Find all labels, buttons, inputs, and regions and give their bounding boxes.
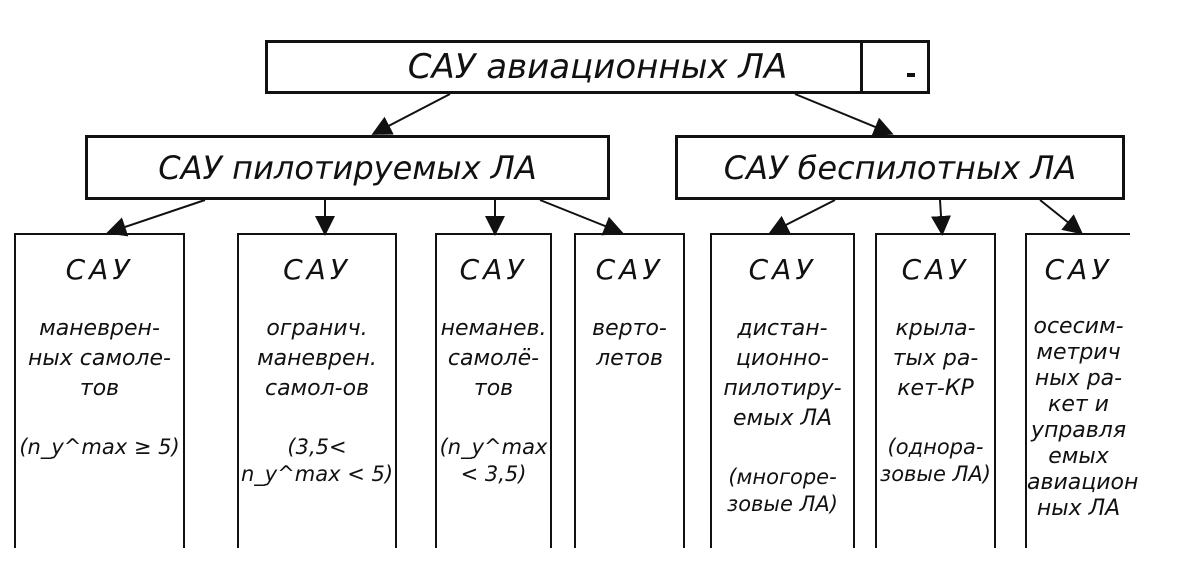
group-node-piloted: САУ пилотируемых ЛА — [85, 135, 610, 200]
leaf-heading: САУ — [748, 253, 817, 286]
leaf-node-maneuverable-aircraft: САУ маневрен- ных самоле- тов (n_y^max ≥… — [14, 233, 185, 548]
edge-unmanned-to-leaf-5 — [768, 199, 836, 234]
leaf-body: осесим- метрич ных ра- кет и управля емы… — [1027, 314, 1139, 521]
leaf-heading: САУ — [283, 253, 351, 286]
group-node-unmanned: САУ беспилотных ЛА — [675, 135, 1125, 200]
leaf-note: (многоре- зовые ЛА) — [727, 465, 838, 516]
leaf-node-cruise-missiles: САУ крыла- тых ра- кет-КР (однора- зовые… — [875, 233, 996, 548]
leaf-heading: САУ — [65, 253, 134, 286]
leaf-heading: САУ — [901, 253, 970, 286]
leaf-node-remotely-piloted: САУ дистан- ционно- пилотиру- емых ЛА (м… — [710, 233, 855, 548]
leaf-body: неманев. самолё- тов — [440, 316, 547, 401]
leaf-node-non-maneuverable-aircraft: САУ неманев. самолё- тов (n_y^max < 3,5) — [435, 233, 552, 548]
edge-root-to-unmanned — [794, 93, 894, 137]
root-node-mark — [907, 73, 915, 77]
leaf-note: (однора- зовые ЛА) — [880, 435, 991, 486]
edge-unmanned-to-leaf-7 — [1039, 199, 1084, 235]
leaf-body: крыла- тых ра- кет-КР — [892, 316, 979, 401]
leaf-node-axisymmetric-missiles: САУ осесим- метрич ных ра- кет и управля… — [1025, 233, 1139, 548]
group-node-label: САУ пилотируемых ЛА — [158, 148, 537, 187]
leaf-heading: САУ — [1044, 253, 1113, 286]
leaf-node-helicopters: САУ верто- летов — [574, 233, 685, 548]
edge-unmanned-to-leaf-6 — [931, 199, 951, 236]
root-node-label: САУ авиационных ЛА — [407, 47, 788, 87]
edge-piloted-to-leaf-4 — [539, 199, 624, 236]
root-node-divider — [860, 43, 863, 91]
leaf-body: верто- летов — [592, 316, 667, 371]
root-node: САУ авиационных ЛА — [265, 40, 930, 94]
leaf-heading: САУ — [459, 253, 528, 286]
leaf-heading: САУ — [595, 253, 664, 286]
leaf-note: (3,5< n_y^max < 5) — [240, 435, 394, 486]
leaf-body: огранич. маневрен. самол-ов — [257, 316, 377, 401]
leaf-note: (n_y^max ≥ 5) — [19, 435, 180, 459]
group-node-label: САУ беспилотных ЛА — [723, 148, 1077, 187]
leaf-note: (n_y^max < 3,5) — [439, 435, 548, 486]
leaf-body: маневрен- ных самоле- тов — [28, 316, 171, 401]
leaf-node-limited-maneuverable-aircraft: САУ огранич. маневрен. самол-ов (3,5< n_… — [237, 233, 397, 548]
edge-root-to-piloted — [371, 93, 451, 135]
leaf-body: дистан- ционно- пилотиру- емых ЛА — [723, 316, 842, 431]
edge-piloted-to-leaf-1 — [106, 199, 206, 237]
